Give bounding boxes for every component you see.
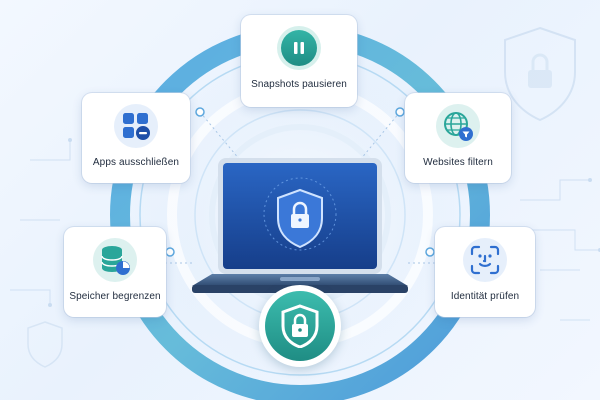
globe-filter-icon <box>444 112 473 141</box>
decorative-shield-icon <box>504 26 576 122</box>
icon-circle <box>93 238 137 282</box>
feature-label: Websites filtern <box>423 157 493 168</box>
feature-card-identity[interactable]: Identität prüfen <box>435 227 535 317</box>
feature-label: Apps ausschließen <box>92 157 180 168</box>
feature-label: Speicher begrenzen <box>69 291 161 302</box>
face-scan-icon <box>470 245 500 275</box>
shield-lock-icon <box>281 304 319 348</box>
feature-card-websites[interactable]: Websites filtern <box>405 93 511 183</box>
laptop-illustration <box>192 158 408 293</box>
icon-circle <box>277 26 321 70</box>
feature-card-snapshots[interactable]: Snapshots pausieren <box>241 15 357 107</box>
icon-circle <box>114 104 158 148</box>
feature-label: Identität prüfen <box>450 291 520 302</box>
database-chart-icon <box>101 246 130 275</box>
feature-label: Snapshots pausieren <box>251 79 347 90</box>
app-grid-minus-icon <box>123 113 150 140</box>
feature-card-apps[interactable]: Apps ausschließen <box>82 93 190 183</box>
security-badge <box>259 285 341 367</box>
icon-circle <box>463 238 507 282</box>
icon-circle <box>436 104 480 148</box>
feature-card-storage[interactable]: Speicher begrenzen <box>64 227 166 317</box>
pause-icon <box>294 42 304 54</box>
